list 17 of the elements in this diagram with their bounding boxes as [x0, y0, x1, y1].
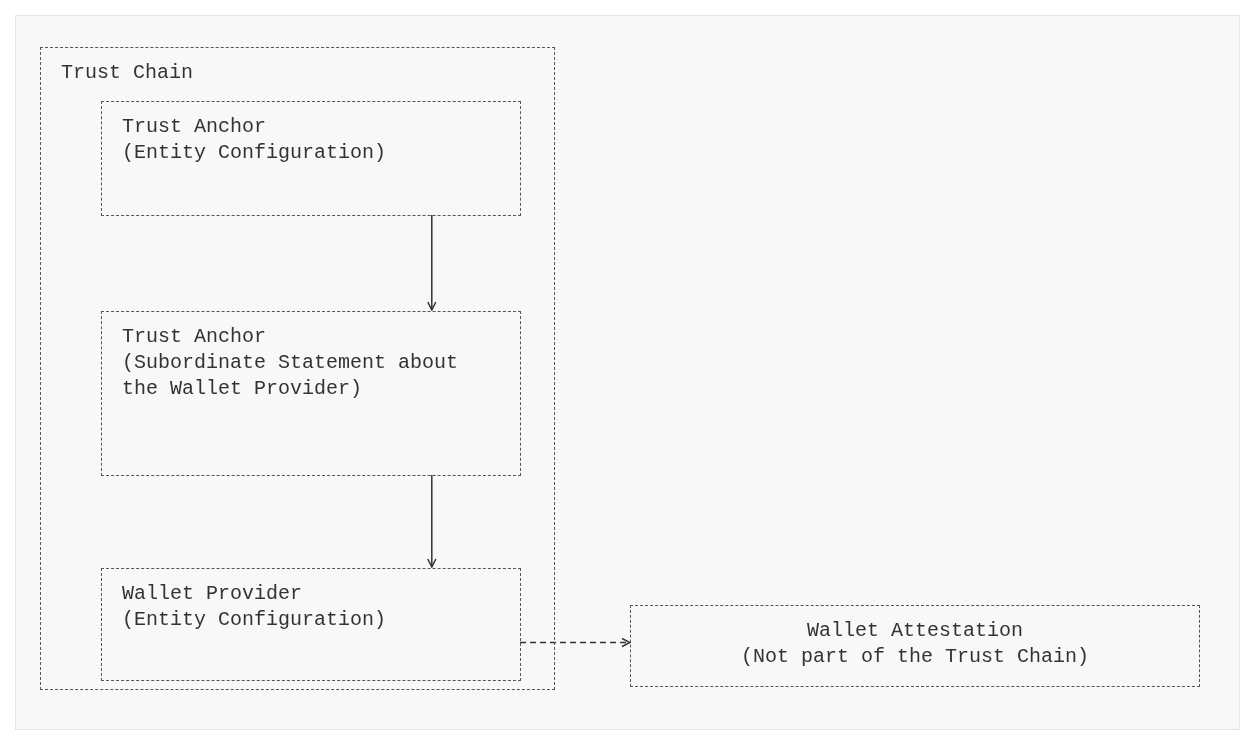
- entity-box: [101, 311, 521, 476]
- box-title: Trust Anchor: [122, 324, 268, 350]
- box-subtitle: (Not part of the Trust Chain): [739, 644, 1091, 670]
- box-title: Trust Chain: [61, 60, 195, 86]
- entity-box: [630, 605, 1200, 687]
- arrow: [427, 214, 437, 311]
- arrow: [519, 637, 631, 648]
- box-subtitle: (Entity Configuration): [122, 140, 388, 166]
- arrow: [427, 474, 437, 568]
- box-title: Wallet Attestation: [805, 618, 1024, 644]
- group-frame: [40, 47, 555, 690]
- entity-box: [101, 568, 521, 681]
- box-title: Wallet Provider: [122, 581, 304, 607]
- box-subtitle: (Entity Configuration): [122, 607, 388, 633]
- entity-box: [101, 101, 521, 216]
- box-title: Trust Anchor: [122, 114, 268, 140]
- box-subtitle: (Subordinate Statement about the Wallet Provider): [122, 350, 460, 402]
